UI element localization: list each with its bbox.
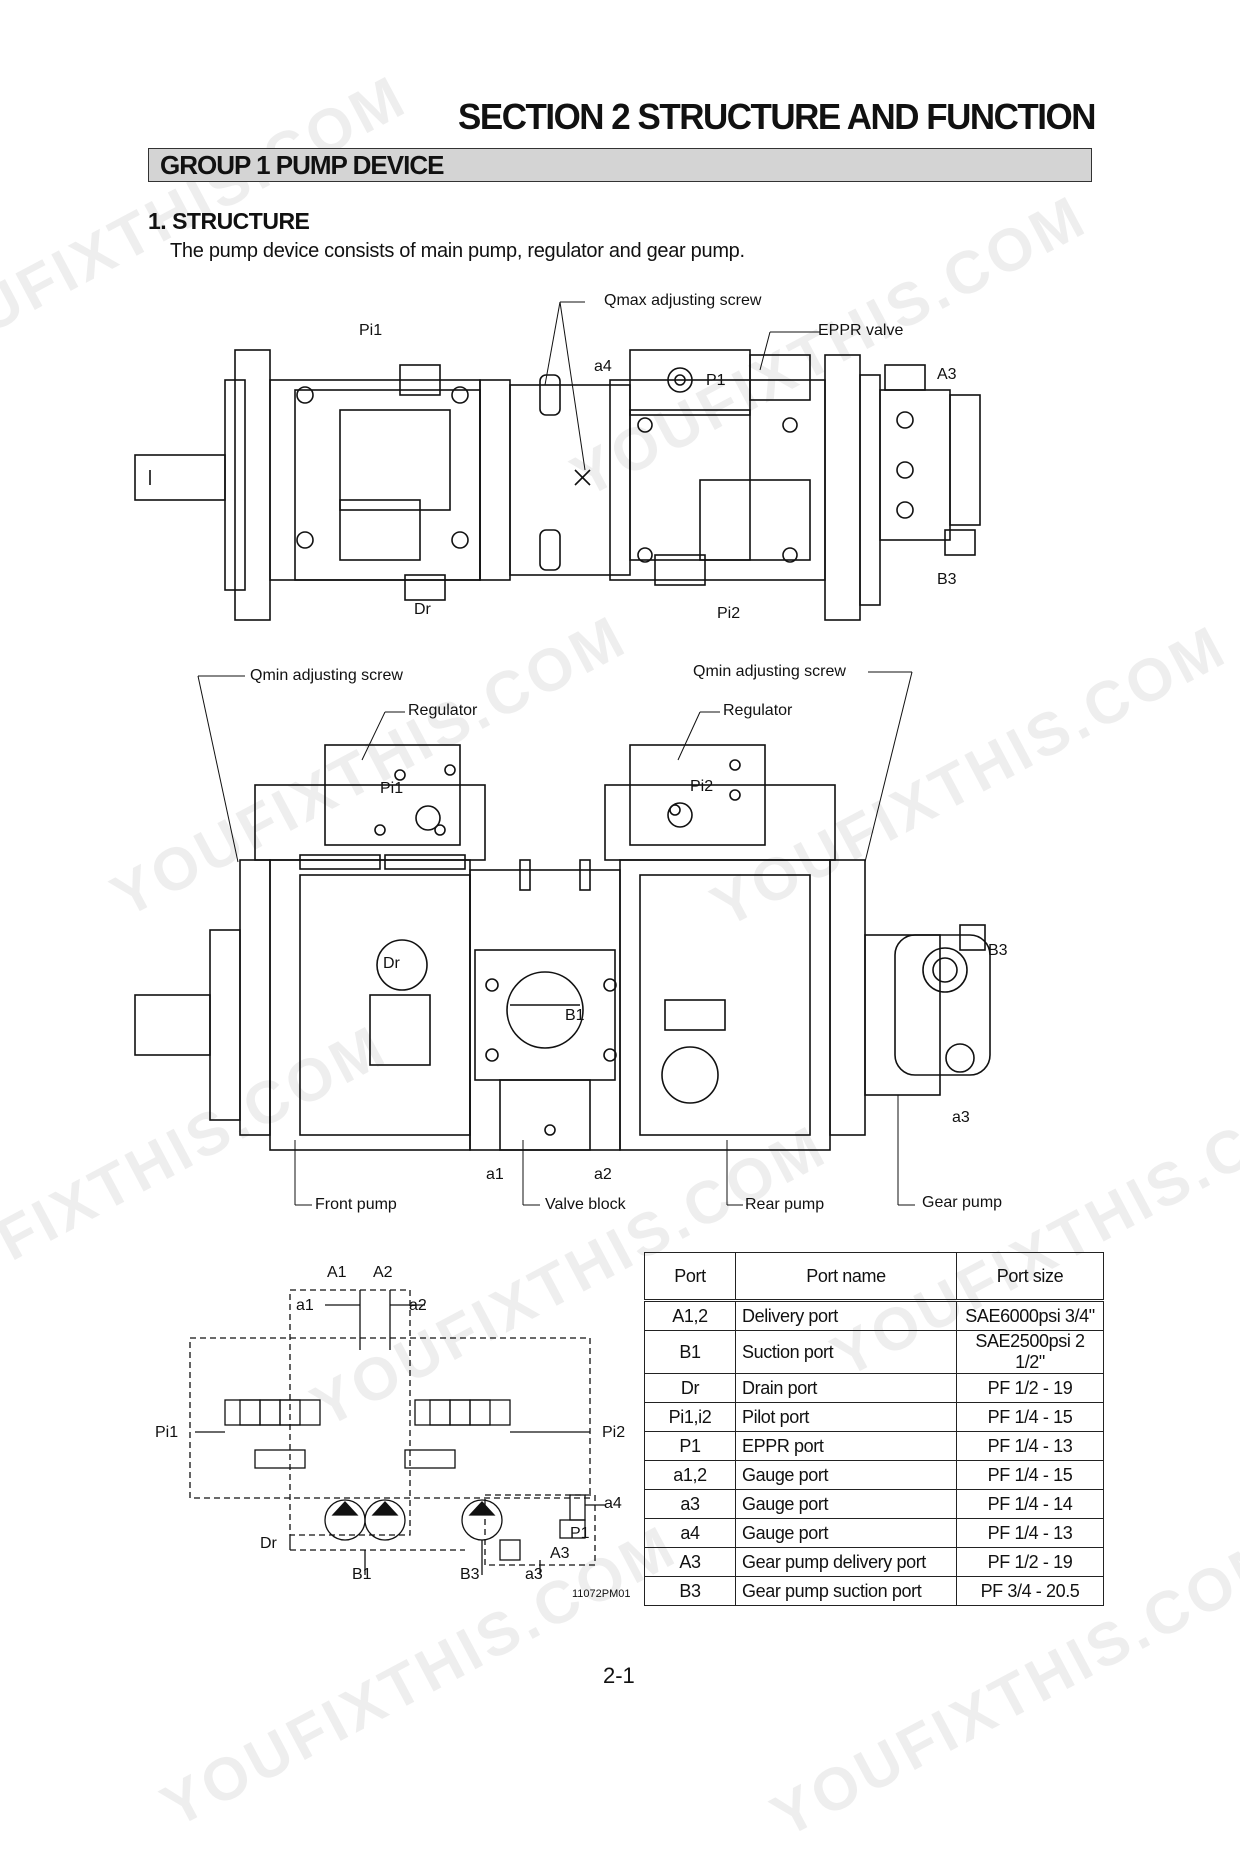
port-table: Port Port name Port size A1,2 Delivery p… [644,1252,1104,1606]
cell-port-name: Drain port [735,1373,957,1403]
cell-port-size: PF 1/4 - 14 [956,1489,1104,1519]
column-header-port-name: Port name [735,1252,957,1301]
label-dr-top: Dr [414,601,431,618]
group-title-bar [148,148,1092,182]
cell-port-name: Gear pump delivery port [735,1547,957,1577]
label-regulator-right: Regulator [723,702,793,719]
table-row: B3 Gear pump suction port PF 3/4 - 20.5 [644,1576,1104,1606]
cell-port-size: PF 1/4 - 13 [956,1518,1104,1548]
pump-top-view-drawing [134,301,981,621]
cell-port-name: Gauge port [735,1460,957,1490]
cell-port: A1,2 [644,1299,736,1331]
label-eppr-valve: EPPR valve [818,322,904,339]
column-header-port: Port [644,1252,736,1301]
structure-heading: 1. STRUCTURE [148,208,310,234]
table-header-row: Port Port name Port size [644,1252,1104,1301]
cell-port-size: PF 1/2 - 19 [956,1373,1104,1403]
cell-port: A3 [644,1547,736,1577]
table-row: A1,2 Delivery port SAE6000psi 3/4" [644,1299,1104,1331]
cell-port: Pi1,i2 [644,1402,736,1432]
group-title: GROUP 1 PUMP DEVICE [160,150,444,180]
schem-label-B3: B3 [460,1566,480,1583]
table-row: a4 Gauge port PF 1/4 - 13 [644,1518,1104,1548]
cell-port-size: PF 1/4 - 15 [956,1460,1104,1490]
cell-port: B1 [644,1330,736,1374]
schem-label-a1: a1 [296,1297,314,1314]
table-row: a1,2 Gauge port PF 1/4 - 15 [644,1460,1104,1490]
schem-label-A2: A2 [373,1264,393,1281]
schem-label-Pi2: Pi2 [602,1424,626,1441]
cell-port-size: PF 1/4 - 13 [956,1431,1104,1461]
schem-label-a3: a3 [525,1566,543,1583]
label-dr-side: Dr [383,955,400,972]
cell-port-name: Pilot port [735,1402,957,1432]
schem-label-Pi1: Pi1 [155,1424,179,1441]
table-row: A3 Gear pump delivery port PF 1/2 - 19 [644,1547,1104,1577]
section-title: SECTION 2 STRUCTURE AND FUNCTION [458,96,1096,137]
label-p1-top: P1 [706,372,726,389]
label-b3-top: B3 [937,571,957,588]
schem-label-Dr: Dr [260,1535,277,1552]
label-pi2-top: Pi2 [717,605,741,622]
cell-port: a3 [644,1489,736,1519]
cell-port: a4 [644,1518,736,1548]
label-a4-top: a4 [594,358,612,375]
cell-port-name: Delivery port [735,1299,957,1331]
column-header-port-size: Port size [956,1252,1104,1301]
cell-port-size: PF 1/2 - 19 [956,1547,1104,1577]
cell-port: a1,2 [644,1460,736,1490]
label-gear-pump: Gear pump [922,1194,1003,1211]
cell-port: Dr [644,1373,736,1403]
label-qmin-adjusting-screw-left: Qmin adjusting screw [250,667,403,684]
label-regulator-left: Regulator [408,702,478,719]
hydraulic-schematic [189,1289,605,1575]
schem-label-a2: a2 [409,1297,427,1314]
label-a2-side: a2 [594,1166,612,1183]
cell-port-name: Suction port [735,1330,957,1374]
schem-label-A3: A3 [550,1545,570,1562]
pump-side-view-drawing [134,671,991,1206]
label-qmax-adjusting-screw: Qmax adjusting screw [604,292,762,309]
page-number: 2-1 [603,1663,635,1688]
cell-port-name: Gauge port [735,1518,957,1548]
schem-label-a4: a4 [604,1495,622,1512]
label-a3-top: A3 [937,366,957,383]
figure-code: 11072PM01 [572,1588,631,1600]
table-row: Pi1,i2 Pilot port PF 1/4 - 15 [644,1402,1104,1432]
label-pi1-side: Pi1 [380,780,404,797]
cell-port: P1 [644,1431,736,1461]
cell-port-size: SAE6000psi 3/4" [956,1299,1104,1331]
label-rear-pump: Rear pump [745,1196,825,1213]
label-qmin-adjusting-screw-right: Qmin adjusting screw [693,663,846,680]
cell-port-size: SAE2500psi 2 1/2" [956,1330,1104,1374]
cell-port: B3 [644,1576,736,1606]
table-row: B1 Suction port SAE2500psi 2 1/2" [644,1330,1104,1374]
table-row: a3 Gauge port PF 1/4 - 14 [644,1489,1104,1519]
schem-label-A1: A1 [327,1264,347,1281]
intro-text: The pump device consists of main pump, r… [170,240,745,262]
label-a3-side: a3 [952,1109,970,1126]
label-b1-side: B1 [565,1007,585,1024]
label-b3-side: B3 [988,942,1008,959]
cell-port-name: EPPR port [735,1431,957,1461]
schem-label-P1: P1 [570,1525,590,1542]
cell-port-size: PF 3/4 - 20.5 [956,1576,1104,1606]
cell-port-size: PF 1/4 - 15 [956,1402,1104,1432]
cell-port-name: Gear pump suction port [735,1576,957,1606]
schem-label-B1: B1 [352,1566,372,1583]
label-pi2-side: Pi2 [690,778,714,795]
label-pi1-top: Pi1 [359,322,383,339]
table-row: P1 EPPR port PF 1/4 - 13 [644,1431,1104,1461]
cell-port-name: Gauge port [735,1489,957,1519]
label-a1-side: a1 [486,1166,504,1183]
label-valve-block: Valve block [545,1196,626,1213]
label-front-pump: Front pump [315,1196,397,1213]
table-row: Dr Drain port PF 1/2 - 19 [644,1373,1104,1403]
